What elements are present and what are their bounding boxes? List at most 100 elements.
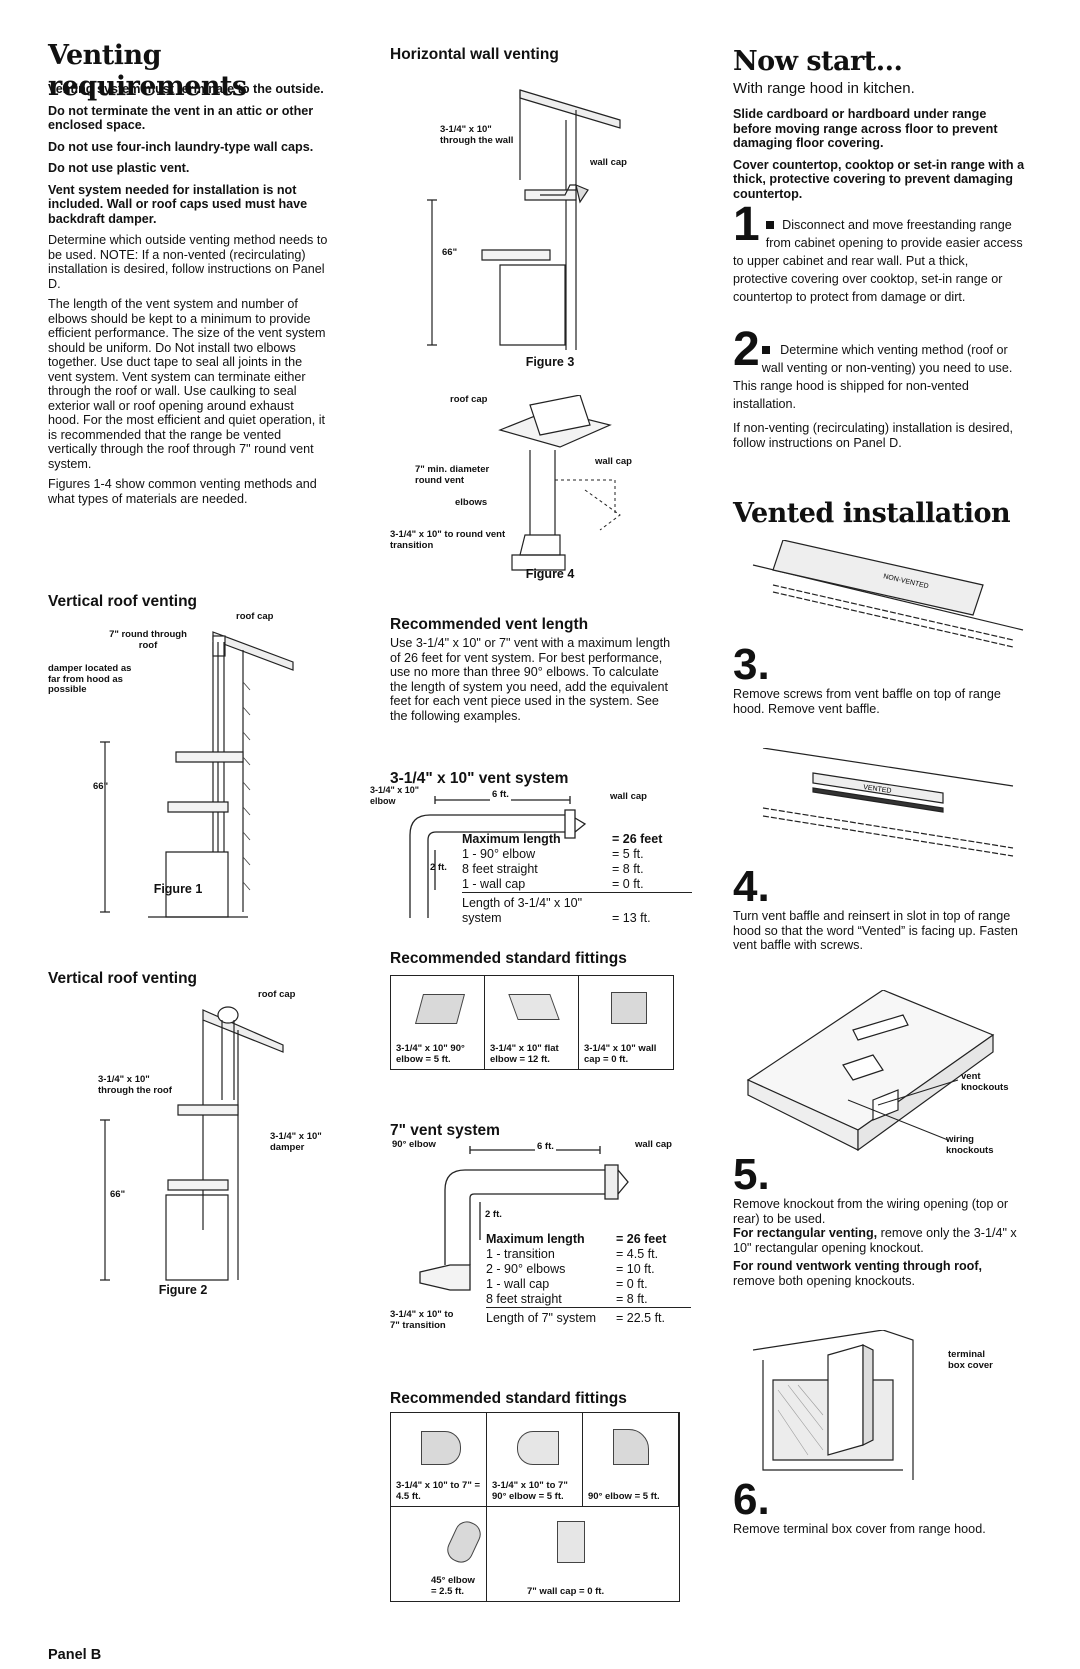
panel-footer: Panel B bbox=[48, 1647, 102, 1663]
step-3-illustration: NON-VENTED bbox=[733, 539, 1033, 650]
system2-heading: 7" vent system bbox=[390, 1122, 500, 1139]
fig1-round-vent-label: 7" round through roof bbox=[109, 629, 187, 651]
system1-elbow-label: 3-1/4" x 10" elbow bbox=[370, 785, 420, 806]
step-1: 1 Disconnect and move freestanding range… bbox=[733, 201, 1025, 306]
system2-row-value: = 4.5 ft. bbox=[616, 1247, 659, 1261]
elbow-45-icon bbox=[443, 1517, 485, 1567]
fig1-damper-label: damper located as far from hood as possi… bbox=[48, 663, 132, 695]
system1-two-ft-label: 2 ft. bbox=[430, 862, 447, 873]
system2-row-item: 8 feet straight bbox=[486, 1292, 562, 1306]
fig2-through-roof-label: 3-1/4" x 10" through the roof bbox=[98, 1074, 172, 1096]
transition-icon bbox=[421, 1431, 461, 1465]
figure-3-drawing bbox=[427, 89, 621, 350]
fig3-height-label: 66" bbox=[442, 247, 458, 258]
fitting-label: 3-1/4" x 10" 90° elbow = 5 ft. bbox=[396, 1043, 465, 1065]
fig4-diameter-label: 7" min. diameter round vent bbox=[415, 464, 490, 486]
fitting-cell: 90° elbow = 5 ft. bbox=[583, 1413, 679, 1507]
square-bullet-icon bbox=[765, 221, 774, 229]
system2-total-label: Length of 7" system bbox=[486, 1311, 597, 1325]
figure-1-drawing bbox=[100, 631, 294, 918]
step-5-text: Remove knockout from the wiring opening … bbox=[733, 1197, 1025, 1226]
req-item: Do not use four-inch laundry-type wall c… bbox=[48, 139, 314, 154]
fig4-roof-cap-label: roof cap bbox=[450, 394, 488, 405]
fitting-cell: 3-1/4" x 10" to 7" 90° elbow = 5 ft. bbox=[487, 1413, 583, 1507]
fitting-label: 3-1/4" x 10" to 7" 90° elbow = 5 ft. bbox=[492, 1480, 568, 1502]
fittings2-heading: Recommended standard fittings bbox=[390, 1390, 627, 1407]
step-6-illustration: terminal box cover bbox=[752, 1329, 1013, 1480]
req-item: Do not use plastic vent. bbox=[48, 161, 190, 175]
req-item: Do not terminate the vent in an attic or… bbox=[48, 103, 314, 133]
step-6-drawing bbox=[752, 1329, 914, 1480]
step-6-text: Remove terminal box cover from range hoo… bbox=[733, 1522, 986, 1536]
now-start-subtitle: With range hood in kitchen. bbox=[733, 80, 915, 97]
req-paragraph: The length of the vent system and number… bbox=[48, 297, 326, 471]
step-5-round-text: For round ventwork venting through roof,… bbox=[733, 1259, 1025, 1288]
system1-row-item: 1 - 90° elbow bbox=[462, 847, 536, 861]
system2-transition-label: 3-1/4" x 10" to 7" transition bbox=[390, 1309, 454, 1331]
system2-row-value: = 8 ft. bbox=[616, 1292, 648, 1306]
venting-requirements-title: Venting requirements bbox=[48, 40, 247, 102]
step-4-drawing: VENTED bbox=[762, 747, 1014, 857]
fitting-cell: 3-1/4" x 10" flat elbow = 12 ft. bbox=[485, 976, 579, 1069]
step-2: 2 Determine which venting method (roof o… bbox=[733, 326, 1025, 456]
step-5-main-text: Remove knockout from the wiring opening … bbox=[733, 1197, 1009, 1226]
system2-max-value: = 26 feet bbox=[616, 1232, 667, 1246]
step-3: 3. Remove screws from vent baffle on top… bbox=[733, 643, 1025, 722]
fittings1-box: 3-1/4" x 10" 90° elbow = 5 ft. 3-1/4" x … bbox=[390, 975, 674, 1070]
system1-total-value: = 13 ft. bbox=[612, 911, 651, 925]
system1-diagram: 3-1/4" x 10" elbow 6 ft. wall cap 2 ft. … bbox=[370, 785, 692, 930]
req-item: Venting system must terminate to the out… bbox=[48, 82, 324, 96]
system2-row-value: = 10 ft. bbox=[616, 1262, 655, 1276]
system2-total-value: = 22.5 ft. bbox=[616, 1311, 665, 1325]
system1-max-value: = 26 feet bbox=[612, 832, 663, 846]
figure-2: roof cap 3-1/4" x 10" through the roof 3… bbox=[48, 989, 333, 1310]
recommended-vent-length-text: Use 3-1/4" x 10" or 7" vent with a maxim… bbox=[390, 636, 671, 723]
fitting-cell: 7" wall cap = 0 ft. bbox=[487, 1507, 679, 1601]
vented-installation-title: Vented installation bbox=[733, 498, 1011, 529]
step-5-drawing bbox=[746, 989, 995, 1152]
fig2-damper-label: 3-1/4" x 10" damper bbox=[270, 1131, 322, 1153]
system1-row-value: = 5 ft. bbox=[612, 847, 644, 861]
step-5-round-detail: remove both opening knockouts. bbox=[733, 1273, 916, 1288]
fig2-caption: Figure 2 bbox=[158, 1283, 208, 1297]
system1-row-value: = 0 ft. bbox=[612, 877, 644, 891]
step-5-number: 5. bbox=[733, 1150, 770, 1199]
fitting-cell: 3-1/4" x 10" to 7" = 4.5 ft. bbox=[391, 1413, 487, 1507]
fig4-wall-cap-label: wall cap bbox=[595, 456, 632, 467]
system2-drawing bbox=[419, 1146, 629, 1291]
system1-total-label: Length of 3-1/4" x 10" system bbox=[462, 896, 583, 925]
fig2-heading: Vertical roof venting bbox=[48, 970, 198, 987]
system1-drawing bbox=[409, 796, 587, 918]
fig2-height-label: 66" bbox=[110, 1189, 126, 1200]
prep-item: Slide cardboard or hardboard under range… bbox=[733, 107, 998, 150]
figure-2-drawing bbox=[100, 1006, 284, 1281]
now-start-title: Now start... bbox=[733, 46, 903, 77]
fig1-caption: Figure 1 bbox=[153, 882, 203, 896]
fig4-transition-label: 3-1/4" x 10" to round vent transition bbox=[390, 529, 506, 551]
fitting-label: 7" wall cap = 0 ft. bbox=[527, 1586, 605, 1597]
step-4-text: Turn vent baffle and reinsert in slot in… bbox=[733, 909, 1018, 952]
step-5-rect-detail: remove only the 3-1/4" x 10" rectangular… bbox=[733, 1226, 1017, 1255]
figure-4-drawing bbox=[498, 394, 621, 571]
fig1-height-label: 66" bbox=[93, 781, 109, 792]
now-start-body: Slide cardboard or hardboard under range… bbox=[733, 107, 1025, 208]
system2-row-item: 2 - 90° elbows bbox=[486, 1262, 566, 1276]
step-5-rect-bold: For rectangular venting, bbox=[733, 1226, 878, 1240]
step-5-vent-knockouts-label: vent knockouts bbox=[961, 1071, 1009, 1093]
system2-row-value: = 0 ft. bbox=[616, 1277, 648, 1291]
fig3-through-wall-label: 3-1/4" x 10" through the wall bbox=[440, 124, 514, 146]
req-item: Vent system needed for installation is n… bbox=[48, 182, 308, 226]
step-5-illustration: vent knockouts wiring knockouts bbox=[733, 989, 1033, 1160]
elbow-90-icon bbox=[613, 1429, 649, 1465]
fig4-caption: Figure 4 bbox=[525, 567, 575, 581]
fitting-label: 90° elbow = 5 ft. bbox=[588, 1491, 660, 1502]
step-1-text: Disconnect and move freestanding range f… bbox=[733, 218, 1023, 304]
step-3-drawing: NON-VENTED bbox=[752, 539, 1024, 648]
system1-heading: 3-1/4" x 10" vent system bbox=[390, 770, 569, 787]
req-paragraph: Figures 1-4 show common venting methods … bbox=[48, 477, 317, 506]
fitting-cell: 3-1/4" x 10" 90° elbow = 5 ft. bbox=[391, 976, 485, 1069]
fitting-label: 3-1/4" x 10" wall cap = 0 ft. bbox=[584, 1043, 657, 1065]
step-5: 5. Remove knockout from the wiring openi… bbox=[733, 1150, 1025, 1294]
step-5-rect-text: For rectangular venting, remove only the… bbox=[733, 1226, 1025, 1255]
flat-elbow-icon bbox=[508, 994, 560, 1020]
